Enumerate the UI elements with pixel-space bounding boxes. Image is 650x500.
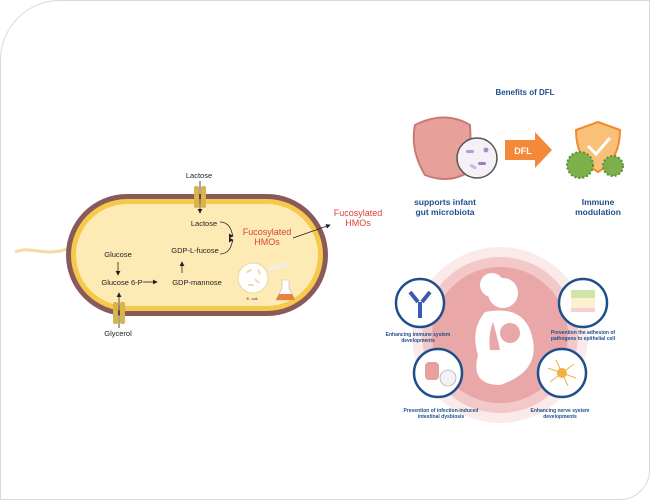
lactose-transporter bbox=[194, 186, 206, 208]
nerve-development-label-2: developments bbox=[543, 414, 577, 420]
immune-label: Immune bbox=[582, 197, 615, 207]
ecoli-label: E. coli bbox=[247, 296, 258, 301]
virus-icon-small bbox=[602, 155, 624, 177]
glucose-label: Glucose bbox=[104, 250, 132, 259]
flagellum bbox=[14, 246, 71, 254]
glycerol-label: Glycerol bbox=[104, 329, 132, 338]
dfl-arrow-label: DFL bbox=[514, 146, 532, 156]
gut-microbiota-icon-circle bbox=[412, 347, 464, 399]
ecoli-cell bbox=[14, 186, 328, 324]
hmo-inside-label-2: HMOs bbox=[254, 237, 280, 247]
gut-icon bbox=[412, 116, 498, 180]
lactose-outside-label: Lactose bbox=[186, 171, 212, 180]
lactose-inside-label: Lactose bbox=[191, 219, 217, 228]
hmo-outside-label-2: HMOs bbox=[345, 218, 371, 228]
gdp-mannose-label: GDP-mannose bbox=[172, 278, 222, 287]
adhesion-prevention-label-2: pathogens to epithelial cell bbox=[551, 336, 616, 342]
glycerol-transporter bbox=[113, 302, 125, 324]
gut-label: supports infant bbox=[414, 197, 476, 207]
epithelium-icon-circle bbox=[557, 277, 609, 329]
virus-icon bbox=[566, 151, 594, 179]
hmo-outside-label: Fucosylated bbox=[334, 208, 383, 218]
hmo-inside-label: Fucosylated bbox=[243, 227, 292, 237]
glucose-6p-label: Glucose 6-P bbox=[101, 278, 142, 287]
benefits-title: Benefits of DFL bbox=[495, 88, 554, 97]
adhesion-prevention-label: Prevention the adhesion of bbox=[551, 330, 616, 336]
nerve-development-label: Enhancing nerve system bbox=[531, 408, 590, 414]
immune-development-label: Enhancing immune system bbox=[386, 332, 451, 338]
neuron-icon-circle bbox=[536, 347, 588, 399]
antibody-icon-circle bbox=[394, 277, 446, 329]
ecoli-culture-icon: E. coli bbox=[237, 261, 296, 301]
immune-label-2: modulation bbox=[575, 207, 621, 217]
dysbiosis-prevention-label-2: intestinal dysbiosis bbox=[418, 414, 465, 420]
immune-development-label-2: developments bbox=[401, 338, 435, 344]
gut-label-2: gut microbiota bbox=[415, 207, 474, 217]
gdp-l-fucose-label: GDP-L-fucose bbox=[171, 246, 219, 255]
dfl-arrow: DFL bbox=[505, 132, 552, 168]
shield-icon bbox=[566, 120, 624, 179]
dysbiosis-prevention-label: Prevention of infection-induced bbox=[403, 408, 478, 414]
